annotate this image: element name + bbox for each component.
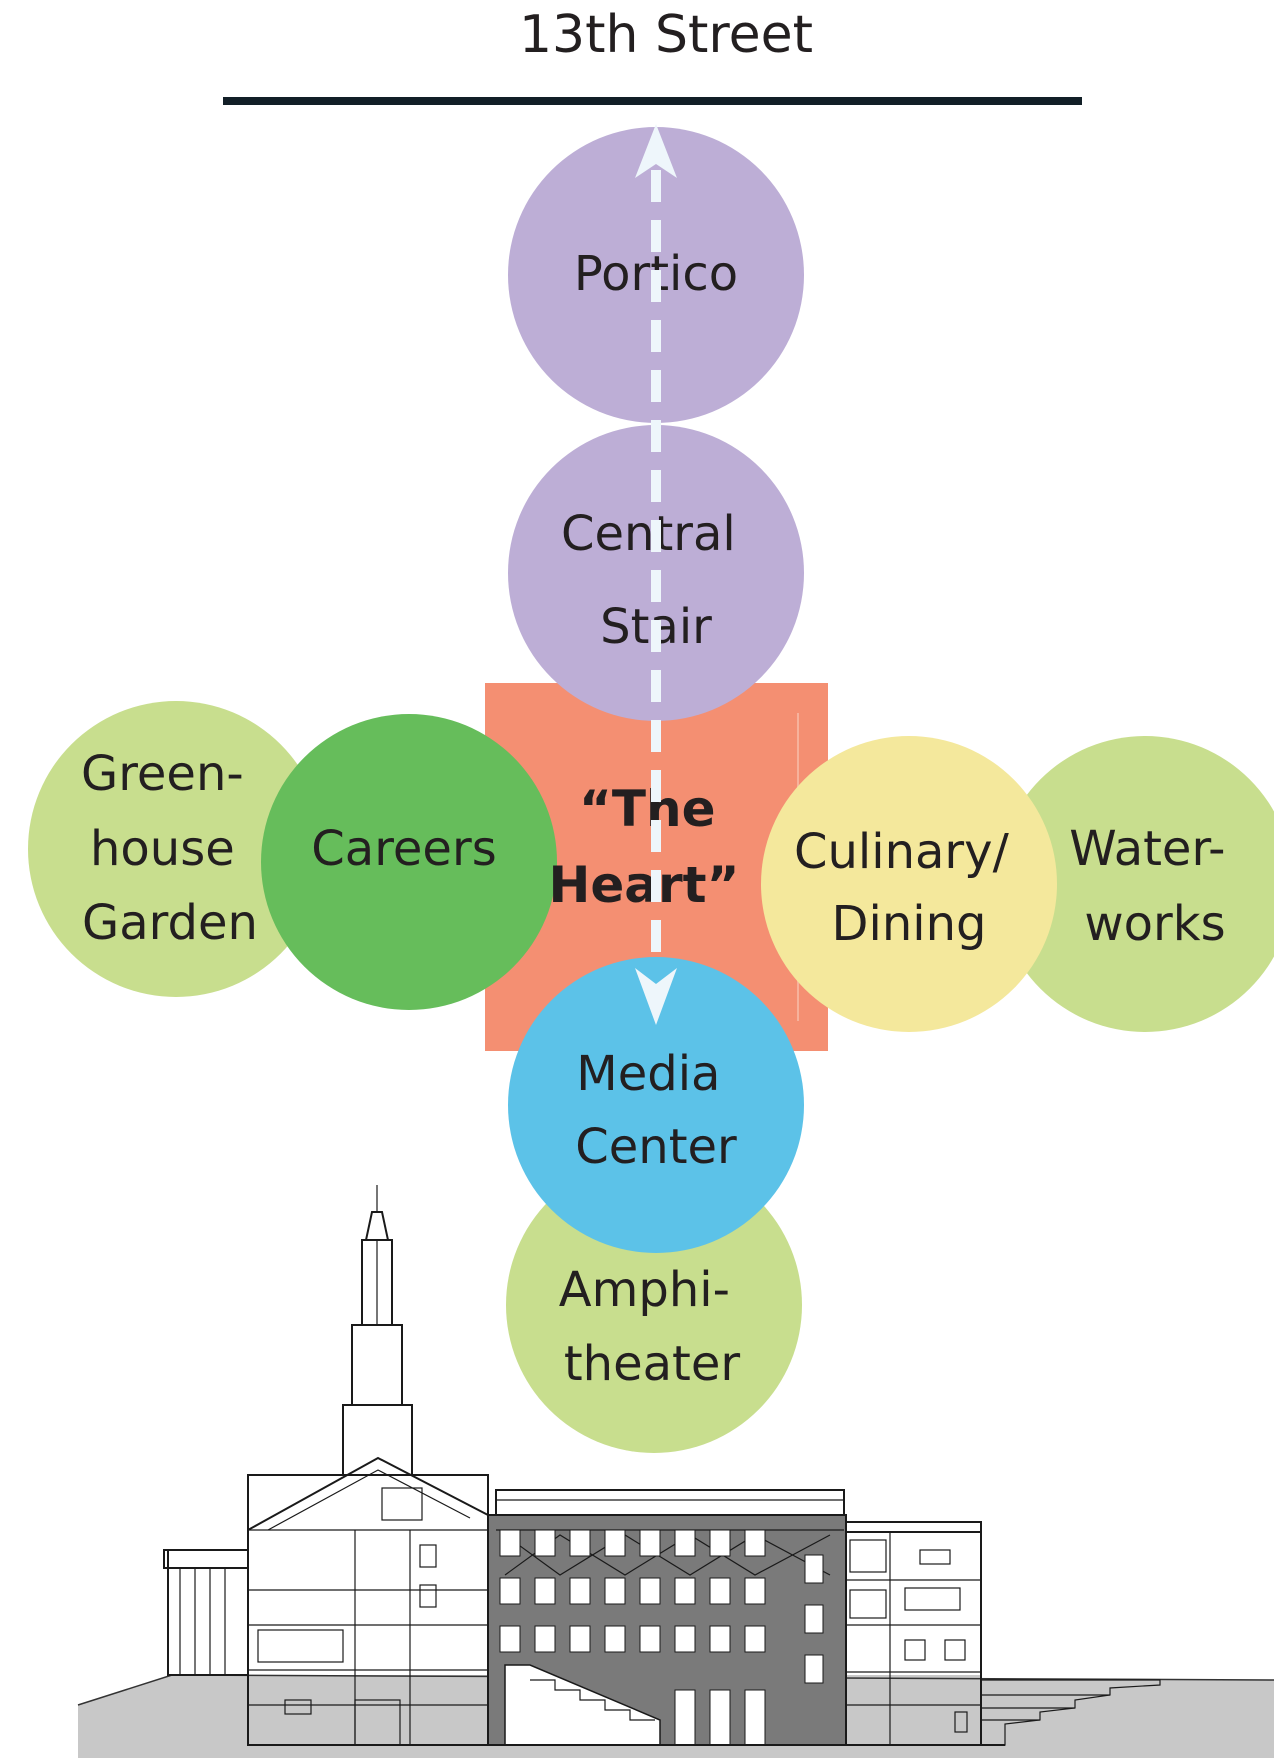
label-culinary-dining: Culinary/ Dining bbox=[794, 824, 1024, 952]
circulation-arrow bbox=[635, 124, 677, 1025]
label-greenhouse-garden: Green- house Garden bbox=[81, 746, 259, 951]
arrow-head-down bbox=[635, 968, 677, 1025]
building-section-drawing bbox=[77, 1185, 1274, 1758]
label-careers: Careers bbox=[311, 821, 496, 877]
atrium-stair bbox=[504, 1664, 661, 1746]
circle-careers bbox=[261, 714, 557, 1010]
label-waterworks: Water- works bbox=[1069, 821, 1240, 952]
label-amphitheater: Amphi- theater bbox=[559, 1262, 745, 1392]
circle-media-center bbox=[508, 957, 804, 1253]
atrium-windows bbox=[499, 1529, 824, 1746]
street-line bbox=[223, 97, 1082, 105]
circle-greenhouse-garden bbox=[28, 701, 324, 997]
circle-waterworks bbox=[997, 736, 1274, 1032]
arrow-head-up bbox=[635, 124, 677, 178]
circle-culinary-dining bbox=[761, 736, 1057, 1032]
label-media-center: Media Center bbox=[575, 1046, 737, 1175]
heart-label: “The Heart” bbox=[549, 780, 740, 914]
street-label: 13th Street bbox=[519, 5, 813, 65]
